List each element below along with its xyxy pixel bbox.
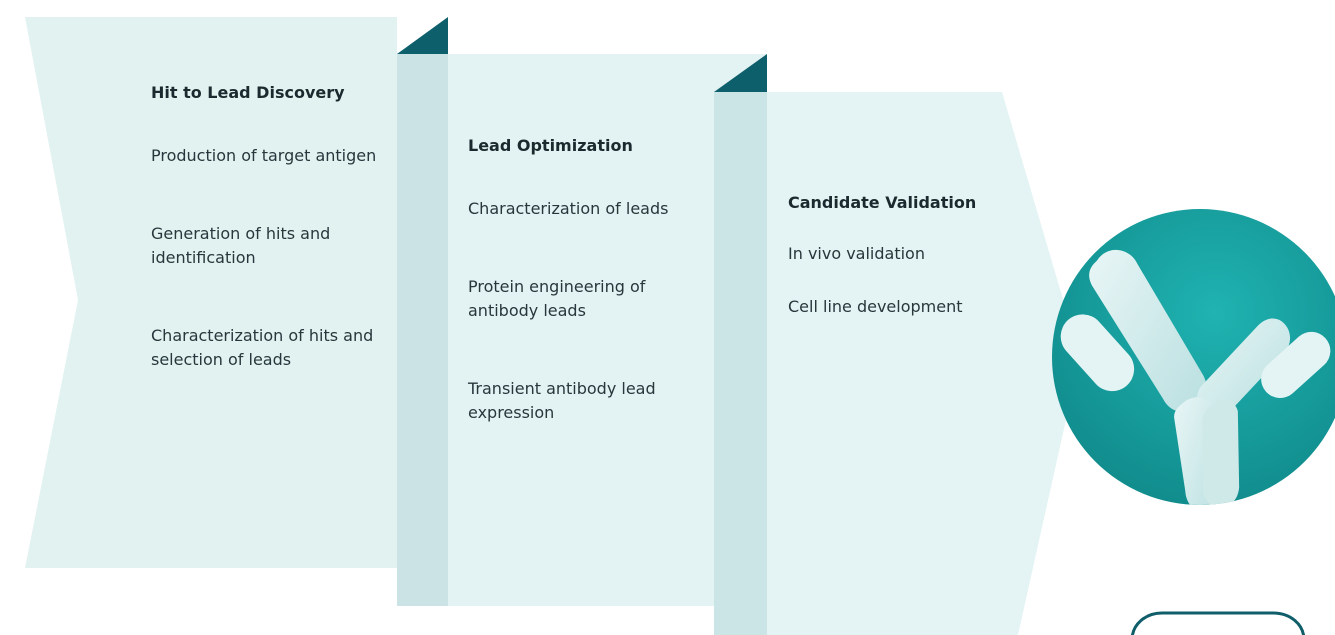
antibody-icon [1060,250,1331,505]
fold-strip [714,92,767,635]
stage-title: Candidate Validation [788,193,977,212]
stage-item: Cell line development [788,297,963,316]
stage-item: Protein engineering of antibody leads [468,277,646,320]
fold-strip [397,54,448,606]
stage-panel-lead-optimization [397,54,767,606]
stage-lead-optimization: Lead Optimization Characterization of le… [468,135,708,479]
fold-corner [397,17,448,54]
stage-panel-hit-to-lead [25,17,397,568]
stage-hit-to-lead: Hit to Lead Discovery Production of targ… [151,82,401,426]
stage-item-list: Production of target antigen Generation … [151,144,401,372]
stage-panel-candidate-validation [714,92,1080,635]
stage-item: Characterization of hits and selection o… [151,326,374,369]
corner-outline-shape [1131,611,1305,635]
fold-corner [714,54,767,92]
stage-candidate-validation: Candidate Validation In vivo validation … [788,192,1018,348]
antibody-image [1052,209,1335,505]
stage-title: Lead Optimization [468,136,633,155]
stage-item: Transient antibody lead expression [468,379,656,422]
stage-item-list: Characterization of leads Protein engine… [468,197,708,425]
stage-item: In vivo validation [788,244,925,263]
stage-item: Generation of hits and identification [151,224,331,267]
stage-title: Hit to Lead Discovery [151,83,345,102]
stage-item: Production of target antigen [151,146,377,165]
stage-item-list: In vivo validation Cell line development [788,242,1018,319]
stage-item: Characterization of leads [468,199,669,218]
